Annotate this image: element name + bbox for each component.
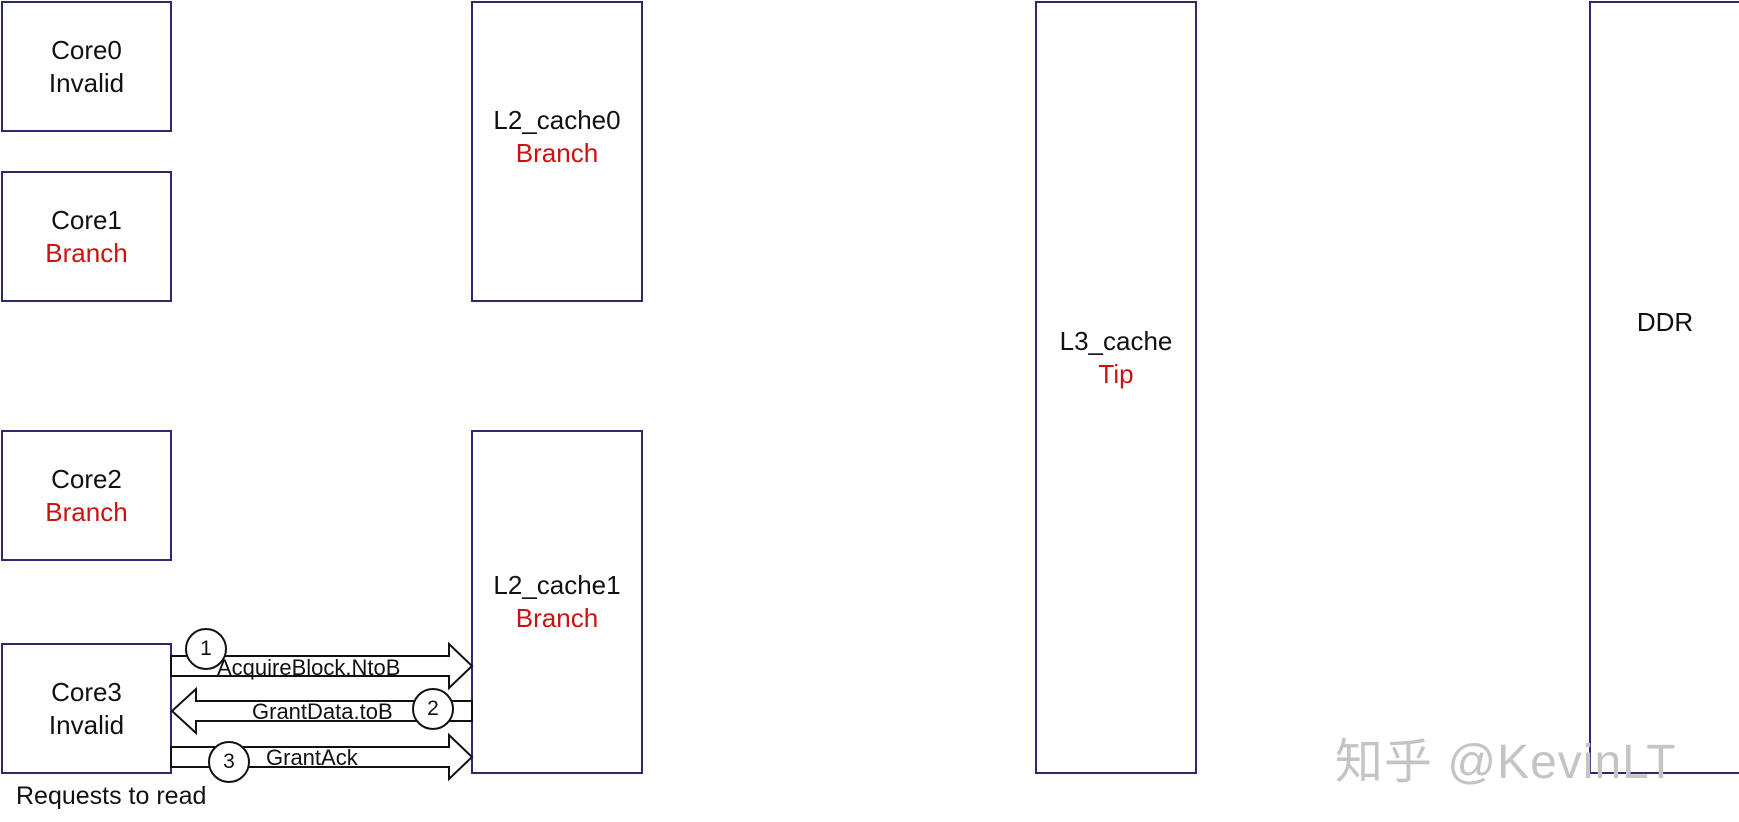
ddr-box: DDR (1589, 1, 1739, 774)
step-3-circle: 3 (208, 741, 250, 783)
step-1-circle: 1 (185, 628, 227, 670)
core1-box: Core1 Branch (1, 171, 172, 302)
l2-cache1-box: L2_cache1 Branch (471, 430, 643, 774)
l2-cache0-state: Branch (515, 137, 599, 168)
l3-cache-state: Tip (1098, 358, 1134, 389)
core2-box: Core2 Branch (1, 430, 172, 561)
l3-cache-box: L3_cache Tip (1035, 1, 1197, 774)
acquire-block-label: AcquireBlock.NtoB (217, 655, 401, 680)
l3-cache-name: L3_cache (1059, 325, 1173, 356)
watermark: 知乎 @KevinLT (1335, 736, 1677, 789)
l2-cache1-name: L2_cache1 (493, 570, 621, 600)
core0-name: Core0 (51, 34, 122, 65)
step-2-circle: 2 (412, 688, 454, 730)
l2-cache0-box: L2_cache0 Branch (471, 1, 643, 302)
core3-state: Invalid (48, 709, 125, 740)
core1-name: Core1 (51, 204, 122, 235)
core2-state: Branch (45, 496, 128, 527)
core0-box: Core0 Invalid (1, 1, 172, 132)
core3-box: Core3 Invalid (1, 643, 172, 774)
core2-name: Core2 (51, 463, 122, 494)
l2-cache0-name: L2_cache0 (493, 104, 621, 135)
grant-data-label: GrantData.toB (252, 699, 393, 724)
grant-ack-label: GrantAck (266, 745, 358, 770)
caption: Requests to read (16, 782, 207, 810)
core3-name: Core3 (51, 676, 122, 707)
ddr-name: DDR (1636, 307, 1694, 337)
core1-state: Branch (45, 237, 128, 268)
l2-cache1-state: Branch (515, 603, 599, 633)
core0-state: Invalid (48, 67, 125, 98)
